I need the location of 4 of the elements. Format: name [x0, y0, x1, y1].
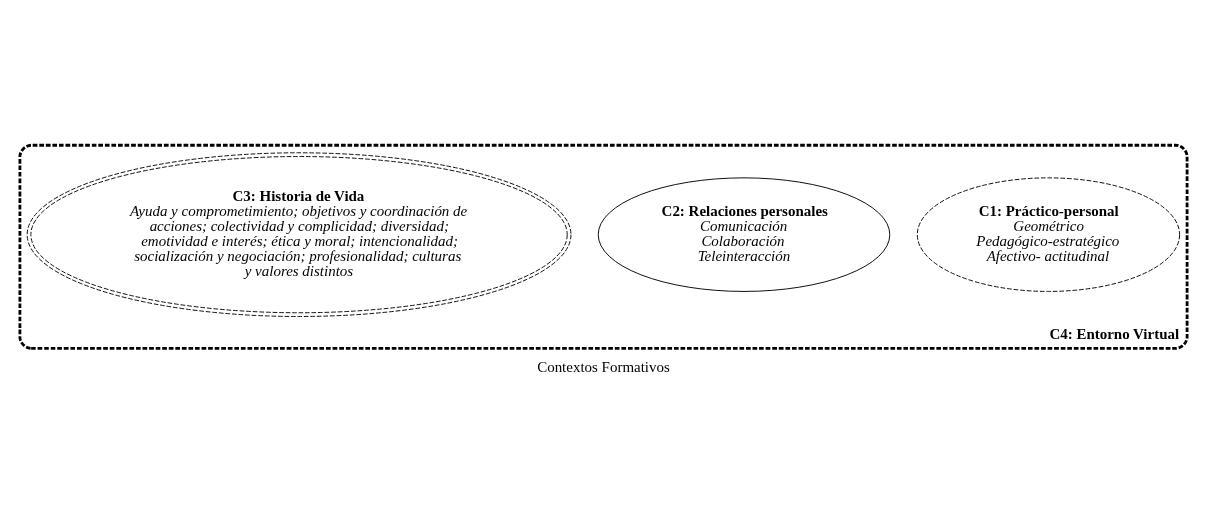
node-ellipse: C1: Práctico-personal Geométrico Pedagógico-estratégico Afectivo- actitudinal — [916, 176, 1181, 292]
caption: Contextos Formativos — [537, 358, 670, 375]
node-ellipse: C3: Historia de Vida Ayuda y comprometimiento; objetivos y coordinación de acciones; colectividad y complicidad; diversidad; emotividad e interés; ética y moral; intencionalidad; socialización y negociación; profesionalidad; culturas y valores distintos — [26, 151, 572, 317]
node-ellipse: C2: Relaciones personales Comunicación Colaboración Teleinteracción — [597, 176, 891, 292]
